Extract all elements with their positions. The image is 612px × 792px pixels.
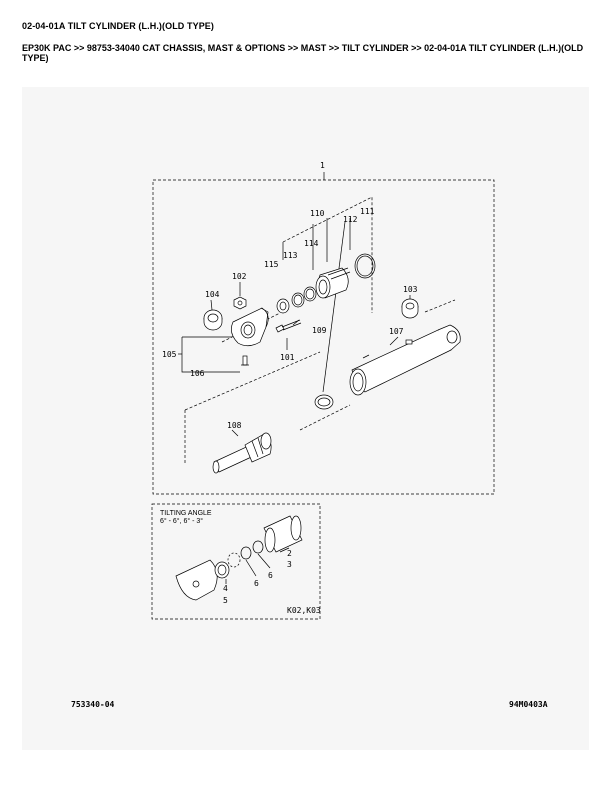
- callout-110: 110: [310, 209, 325, 218]
- figure-code: 94M0403A: [509, 700, 548, 709]
- callout-5: 5: [223, 596, 228, 605]
- diagram-panel: [22, 87, 589, 750]
- assembly-box: [152, 179, 495, 495]
- page-title: 02-04-01A TILT CYLINDER (L.H.)(OLD TYPE): [22, 21, 215, 31]
- callout-101: 101: [280, 353, 295, 362]
- callout-113: 113: [283, 251, 298, 260]
- drawing-number: 753340-04: [71, 700, 115, 709]
- callout-103: 103: [403, 285, 418, 294]
- callout-111: 111: [360, 207, 375, 216]
- callout-108: 108: [227, 421, 242, 430]
- callout-105: 105: [162, 350, 177, 359]
- callout-4: 4: [223, 584, 228, 593]
- callout-107: 107: [389, 327, 404, 336]
- callout-112: 112: [343, 215, 358, 224]
- tilting-angle-values: 6° - 6°, 6° - 3°: [160, 517, 203, 525]
- callout-114: 114: [304, 239, 319, 248]
- breadcrumb: EP30K PAC >> 98753-34040 CAT CHASSIS, MA…: [22, 43, 584, 63]
- callout-2: 2: [287, 549, 292, 558]
- inset-models: K02,K03: [287, 606, 321, 615]
- callout-104: 104: [205, 290, 220, 299]
- callout-106: 106: [190, 369, 205, 378]
- callout-6a: 6: [254, 579, 259, 588]
- tilting-angle-heading: TILTING ANGLE: [160, 510, 212, 517]
- callout-109: 109: [312, 326, 327, 335]
- callout-1: 1: [320, 161, 325, 170]
- callout-115: 115: [264, 260, 279, 269]
- callout-3: 3: [287, 560, 292, 569]
- inset-box: [151, 503, 321, 620]
- callout-6b: 6: [268, 571, 273, 580]
- callout-102: 102: [232, 272, 247, 281]
